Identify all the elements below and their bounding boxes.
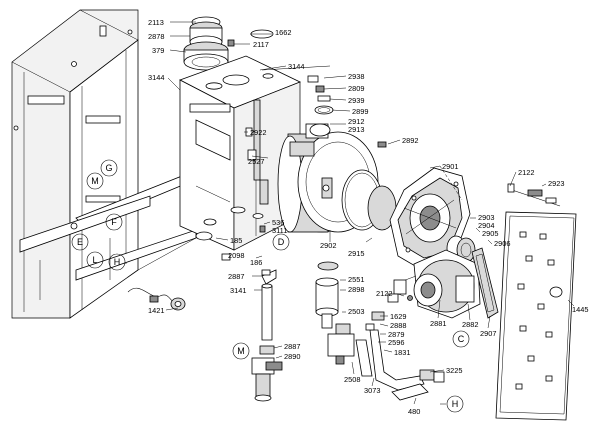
part-label-2596: 2596 — [388, 338, 404, 347]
marker-C: C — [452, 330, 470, 348]
part-label-2901: 2901 — [442, 162, 458, 171]
part-label-2905: 2905 — [482, 229, 498, 238]
marker-L: L — [86, 251, 104, 269]
front-cover-panel — [495, 211, 577, 421]
part-label-1629: 1629 — [390, 312, 406, 321]
svg-text:G: G — [105, 163, 112, 173]
gas-pipe-3141 — [259, 269, 277, 355]
part-label-2551: 2551 — [348, 275, 364, 284]
part-label-2098: 2098 — [228, 251, 244, 260]
svg-text:H: H — [452, 399, 459, 409]
part-label-2892: 2892 — [402, 136, 418, 145]
svg-text:M: M — [91, 176, 99, 186]
marker-E: E — [71, 233, 89, 251]
part-label-2913: 2913 — [348, 125, 364, 134]
part-label-2907: 2907 — [480, 329, 496, 338]
part-label-536: 536 — [272, 218, 284, 227]
part-label-2887-lower: 2887 — [284, 342, 300, 351]
marker-M-lower: M — [232, 342, 250, 360]
condensate-siphon — [315, 261, 355, 365]
door-gaskets — [341, 169, 397, 231]
part-label-3144-left: 3144 — [148, 73, 164, 82]
part-label-2903: 2903 — [478, 213, 494, 222]
part-label-1831: 1831 — [394, 348, 410, 357]
part-label-185: 185 — [230, 236, 242, 245]
part-label-2122-top: 2122 — [518, 168, 534, 177]
svg-text:C: C — [458, 334, 465, 344]
cable-1421 — [127, 287, 186, 311]
part-label-2912: 2912 — [348, 117, 364, 126]
part-label-2809: 2809 — [348, 84, 364, 93]
part-label-2899: 2899 — [352, 107, 368, 116]
burner-door — [389, 167, 471, 271]
part-label-2878: 2878 — [148, 32, 164, 41]
part-label-2898: 2898 — [348, 285, 364, 294]
svg-text:H: H — [114, 257, 121, 267]
part-label-1445: 1445 — [572, 305, 588, 314]
part-label-2508: 2508 — [344, 375, 360, 384]
svg-text:D: D — [278, 237, 285, 247]
marker-M-upper: M — [86, 172, 104, 190]
part-number-labels: 2113 1662 2878 2117 379 3144 3144 2938 2… — [148, 18, 588, 416]
part-label-2902: 2902 — [320, 241, 336, 250]
part-label-2879: 2879 — [388, 330, 404, 339]
part-label-2922: 2922 — [250, 128, 266, 137]
part-label-2888: 2888 — [390, 321, 406, 330]
fan-gasket — [471, 247, 499, 319]
part-label-2906: 2906 — [494, 239, 510, 248]
water-pipes — [355, 293, 445, 401]
marker-H-upper: H — [108, 253, 126, 271]
gas-nozzle-parts — [307, 75, 387, 148]
part-label-2915: 2915 — [348, 249, 364, 258]
svg-text:L: L — [92, 255, 97, 265]
circled-letter-markers: G M F E L H D C — [71, 159, 470, 413]
part-label-3141: 3141 — [230, 286, 246, 295]
part-label-1421: 1421 — [148, 306, 164, 315]
part-label-2882: 2882 — [462, 320, 478, 329]
svg-text:F: F — [111, 217, 117, 227]
part-label-2503: 2503 — [348, 307, 364, 316]
marker-G: G — [100, 159, 118, 177]
part-label-186: 186 — [250, 258, 262, 267]
combustion-fan — [393, 249, 481, 319]
part-label-3225: 3225 — [446, 366, 462, 375]
part-label-2113: 2113 — [148, 18, 164, 27]
gas-valve-2890 — [251, 357, 283, 402]
part-label-3111: 3111 — [272, 226, 287, 235]
part-label-2117: 2117 — [253, 40, 269, 49]
marker-H-lower: H — [446, 395, 464, 413]
part-label-3073: 3073 — [364, 386, 380, 395]
flue-adapter — [183, 16, 274, 71]
leader-lines — [165, 21, 575, 405]
marker-D: D — [272, 233, 290, 251]
part-label-2938: 2938 — [348, 72, 364, 81]
part-label-2527: 2527 — [248, 157, 264, 166]
part-label-3144-right: 3144 — [288, 62, 304, 71]
part-label-480: 480 — [408, 407, 420, 416]
svg-text:M: M — [237, 346, 245, 356]
marker-F: F — [105, 213, 123, 231]
part-label-1662: 1662 — [275, 28, 291, 37]
part-label-2881: 2881 — [430, 319, 446, 328]
small-fittings — [195, 127, 271, 276]
part-label-2890: 2890 — [284, 352, 300, 361]
boiler-frame — [11, 9, 197, 319]
part-label-2923: 2923 — [548, 179, 564, 188]
part-label-2904: 2904 — [478, 221, 494, 230]
svg-text:E: E — [77, 237, 83, 247]
part-label-2887-upper: 2887 — [228, 272, 244, 281]
part-label-2939: 2939 — [348, 96, 364, 105]
part-label-379: 379 — [152, 46, 164, 55]
part-label-2122-lower: 2122 — [376, 289, 392, 298]
